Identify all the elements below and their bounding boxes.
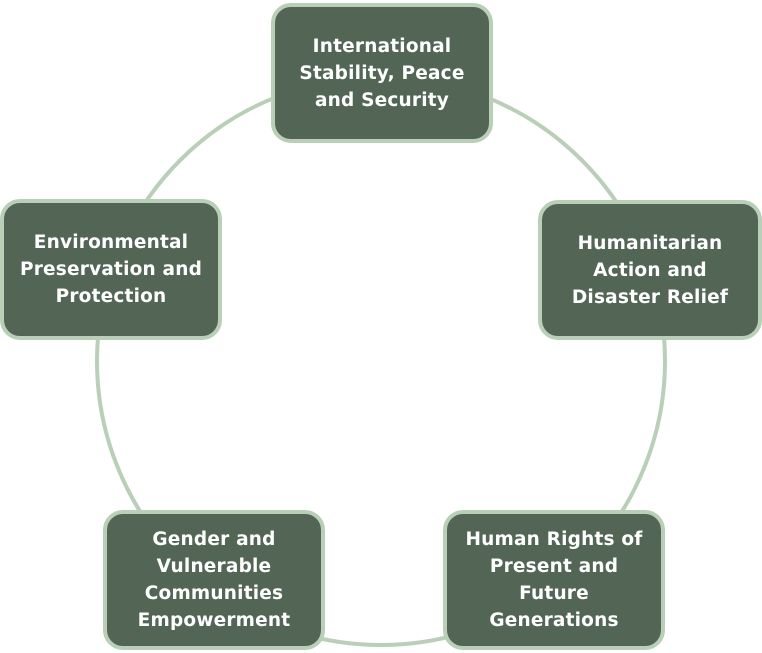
node-label: Gender and Vulnerable Communities Empowe… xyxy=(137,529,291,631)
node-label: International Stability, Peace and Secur… xyxy=(299,35,465,111)
node-label: Human Rights of Present and Future Gener… xyxy=(465,529,643,631)
node-gender-empowerment: Gender and Vulnerable Communities Empowe… xyxy=(103,510,325,650)
node-humanitarian-action: Humanitarian Action and Disaster Relief xyxy=(538,200,762,340)
node-environmental-protection: Environmental Preservation and Protectio… xyxy=(0,199,222,340)
node-stability-peace-security: International Stability, Peace and Secur… xyxy=(271,3,493,143)
node-human-rights: Human Rights of Present and Future Gener… xyxy=(443,510,665,650)
node-label: Environmental Preservation and Protectio… xyxy=(19,232,203,307)
node-label: Humanitarian Action and Disaster Relief xyxy=(571,232,729,308)
